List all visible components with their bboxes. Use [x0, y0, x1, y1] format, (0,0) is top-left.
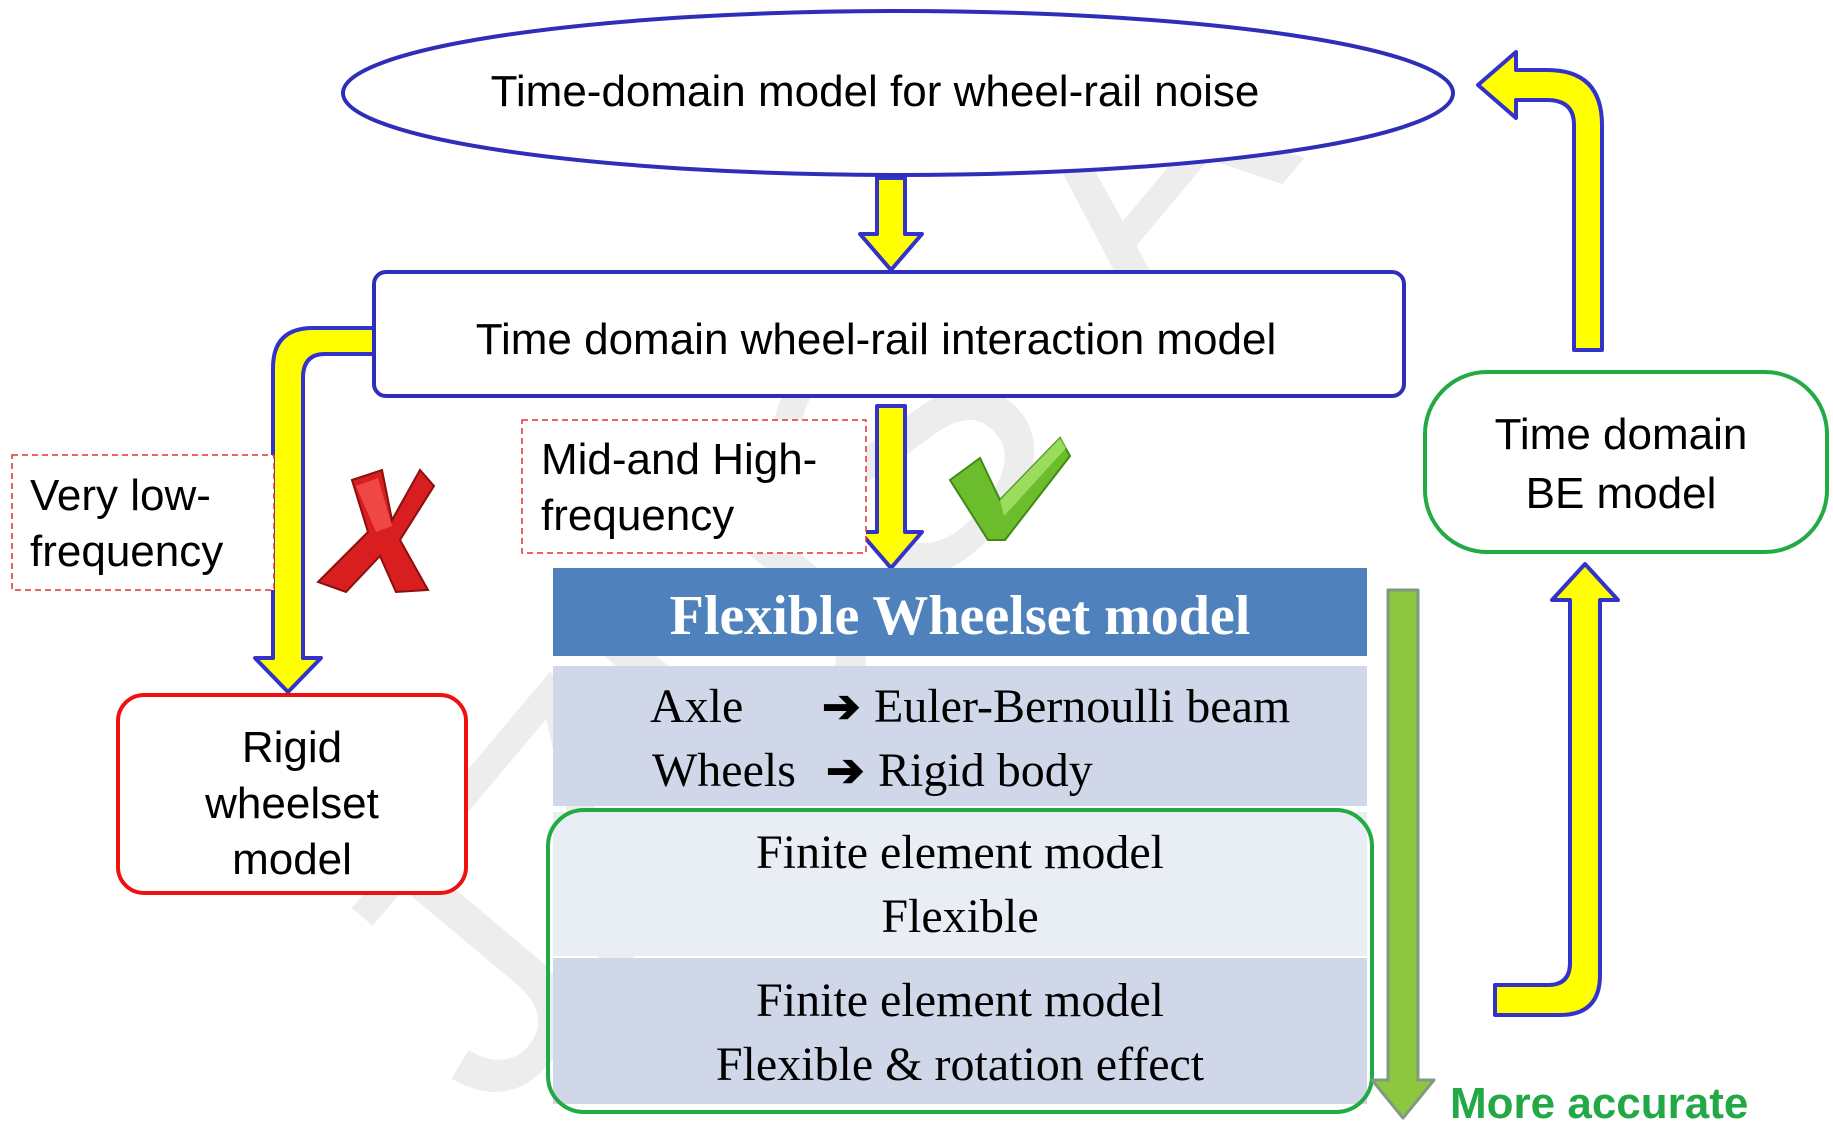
top-model-label: Time-domain model for wheel-rail noise [491, 67, 1260, 116]
be-model-node [1423, 370, 1829, 554]
rigid-model-line2: wheelset [204, 779, 379, 828]
interaction-model-label: Time domain wheel-rail interaction model [476, 315, 1277, 364]
arrow-up-left [1476, 50, 1604, 352]
low-frequency-line2: frequency [30, 527, 223, 576]
rigid-model-node [116, 693, 468, 895]
more-accurate-label: More accurate [1450, 1079, 1748, 1123]
table-row-axle-wheels-bg [553, 666, 1367, 806]
fe-flexible-line1: Finite element model [756, 826, 1164, 879]
mid-high-frequency-line2: frequency [541, 491, 734, 540]
interaction-model-node [372, 270, 1406, 398]
fe-rotation-row-bg [553, 958, 1367, 1104]
arrow-down-middle [858, 404, 924, 570]
rigid-model-line3: model [232, 835, 352, 884]
more-accurate-arrow [1370, 588, 1436, 1120]
table-header: Flexible Wheelset model [670, 585, 1251, 647]
mid-high-frequency-line1: Mid-and High- [541, 435, 817, 484]
arrow-up-u [1493, 562, 1620, 1017]
red-x-icon [316, 468, 436, 594]
fe-models-highlight [546, 808, 1374, 1114]
right-arrow-icon: ➔ [822, 680, 861, 732]
arrow-elbow-left [253, 326, 376, 694]
table-header-bg [553, 568, 1367, 656]
low-frequency-line1: Very low- [30, 471, 211, 520]
mid-high-frequency-box [521, 419, 867, 554]
fe-flexible-row-bg [553, 812, 1367, 956]
rigid-model-line1: Rigid [242, 723, 342, 772]
right-arrow-icon: ➔ [826, 744, 865, 796]
arrow-down-top [858, 176, 924, 272]
green-check-icon [948, 436, 1072, 541]
wheels-label: Wheels [652, 744, 796, 797]
wheels-value: Rigid body [878, 744, 1093, 797]
fe-rotation-line2: Flexible & rotation effect [716, 1038, 1205, 1091]
be-model-line2: BE model [1526, 469, 1717, 518]
low-frequency-box [11, 454, 275, 591]
axle-label: Axle [650, 680, 743, 733]
fe-rotation-line1: Finite element model [756, 974, 1164, 1027]
top-model-node [341, 9, 1455, 177]
axle-value: Euler-Bernoulli beam [874, 680, 1290, 733]
fe-flexible-line2: Flexible [881, 890, 1038, 943]
be-model-line1: Time domain [1495, 410, 1748, 459]
